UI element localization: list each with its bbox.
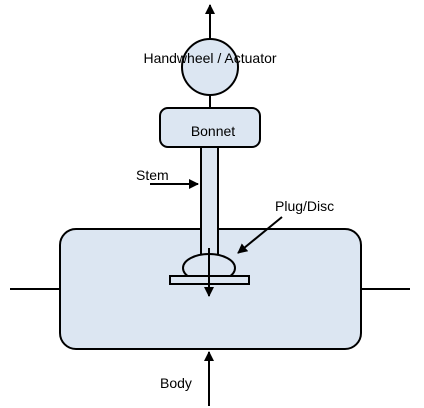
actuator-circle [181,38,239,96]
plug-pointer-arrow [237,216,283,254]
actuator-label: Handwheel / Actuator [143,50,276,66]
stem-label: Stem [136,167,169,183]
body-label: Body [160,375,192,391]
stem-shaft [200,146,219,264]
bonnet-label: Bonnet [191,123,235,139]
plug-label: Plug/Disc [275,198,334,214]
